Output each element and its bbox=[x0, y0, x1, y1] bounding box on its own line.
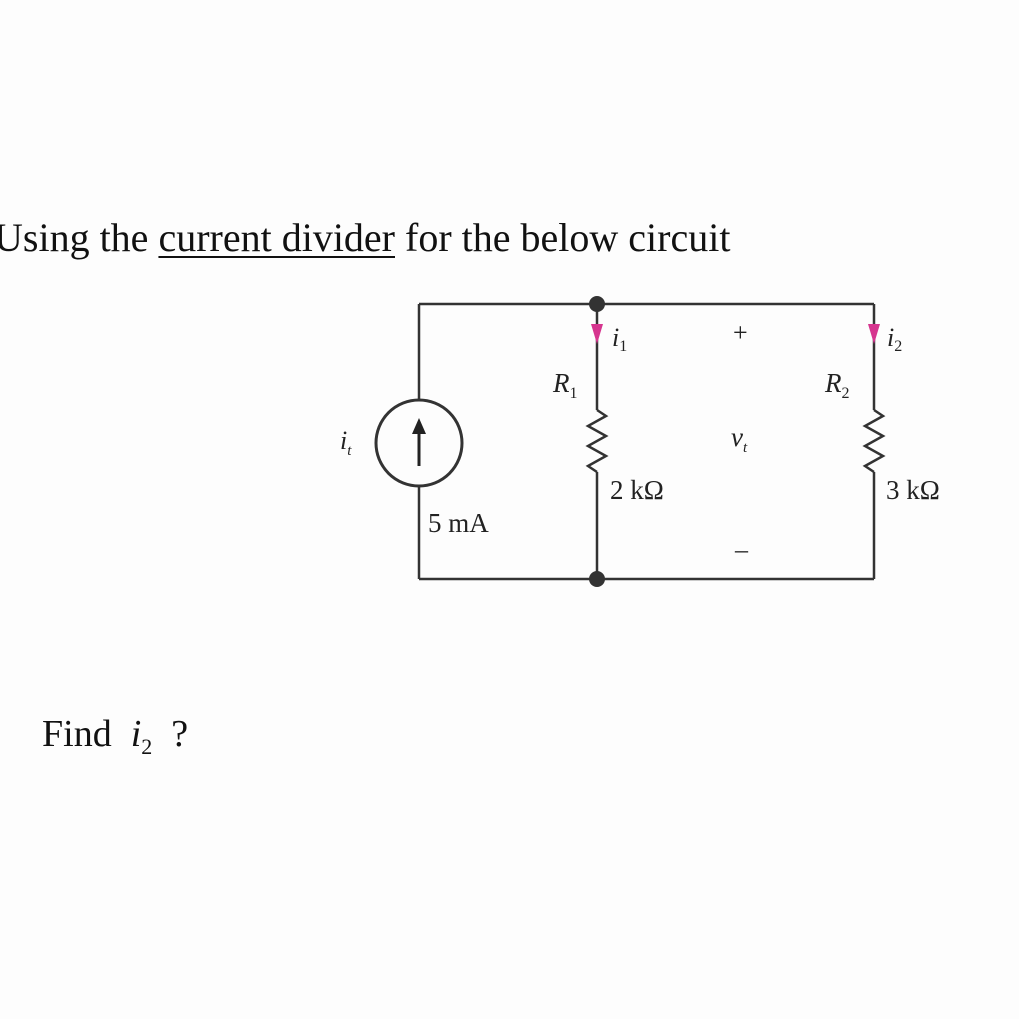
voltage-plus-sign: + bbox=[733, 318, 748, 347]
statement-underlined-term: current divider bbox=[158, 215, 395, 260]
i1-label: i1 bbox=[612, 323, 627, 355]
source-current-label: it bbox=[340, 426, 352, 459]
problem-statement: Using the current divider for the below … bbox=[0, 214, 730, 261]
circuit-wires bbox=[374, 302, 886, 581]
voltage-label: vt bbox=[731, 422, 748, 456]
voltage-minus-sign: – bbox=[734, 535, 749, 564]
question-find: Find bbox=[42, 713, 112, 755]
r2-value: 3 kΩ bbox=[886, 475, 940, 505]
question-text: Find i2 ? bbox=[42, 712, 188, 760]
bottom-node-dot bbox=[589, 571, 605, 587]
statement-tail: for the below circuit bbox=[395, 215, 731, 260]
question-mark: ? bbox=[171, 713, 189, 755]
i1-current-arrow-icon bbox=[591, 324, 603, 344]
source-value: 5 mA bbox=[428, 508, 489, 538]
i2-label: i2 bbox=[887, 323, 902, 355]
r2-resistor-zigzag bbox=[862, 408, 886, 474]
question-variable-subscript: 2 bbox=[141, 734, 153, 759]
current-source-circle bbox=[374, 398, 464, 488]
source-up-arrow-icon bbox=[412, 418, 426, 466]
top-node-dot bbox=[589, 296, 605, 312]
r1-resistor-zigzag bbox=[585, 408, 609, 474]
statement-lead: Using the bbox=[0, 215, 159, 260]
r2-name: R2 bbox=[824, 368, 850, 402]
question-variable: i bbox=[130, 713, 142, 755]
i2-current-arrow-icon bbox=[868, 324, 880, 344]
r1-name: R1 bbox=[552, 368, 578, 402]
r1-value: 2 kΩ bbox=[610, 475, 664, 505]
